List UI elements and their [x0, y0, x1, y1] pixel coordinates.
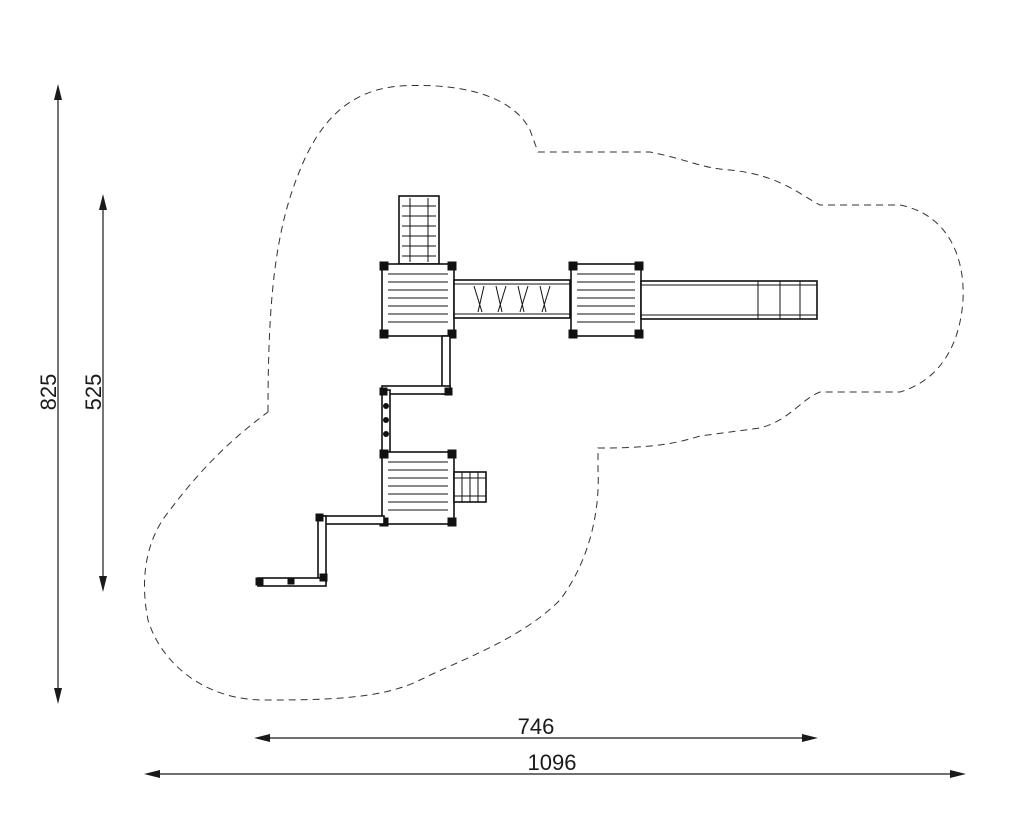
top-ladder	[398, 195, 440, 265]
dimension-label-total-height: 825	[36, 374, 61, 411]
tower-platform-lower	[379, 449, 457, 527]
balance-beam	[255, 513, 385, 587]
tower-platform-right	[568, 261, 644, 339]
dimension-equipment-width: 746	[254, 714, 818, 742]
dimension-label-equipment-height: 525	[81, 374, 106, 411]
dimension-label-equipment-width: 746	[518, 714, 555, 739]
side-ladder	[453, 471, 487, 503]
slide	[640, 280, 818, 320]
dimension-equipment-height: 525	[81, 194, 107, 592]
safety-zone-outline	[143, 84, 964, 701]
connecting-walkway	[379, 335, 453, 455]
tower-platform-left	[379, 261, 457, 339]
dimension-total-height: 825	[36, 84, 62, 704]
dimension-label-total-width: 1096	[528, 750, 577, 775]
dimension-total-width: 1096	[144, 750, 966, 778]
bridge	[453, 279, 571, 319]
